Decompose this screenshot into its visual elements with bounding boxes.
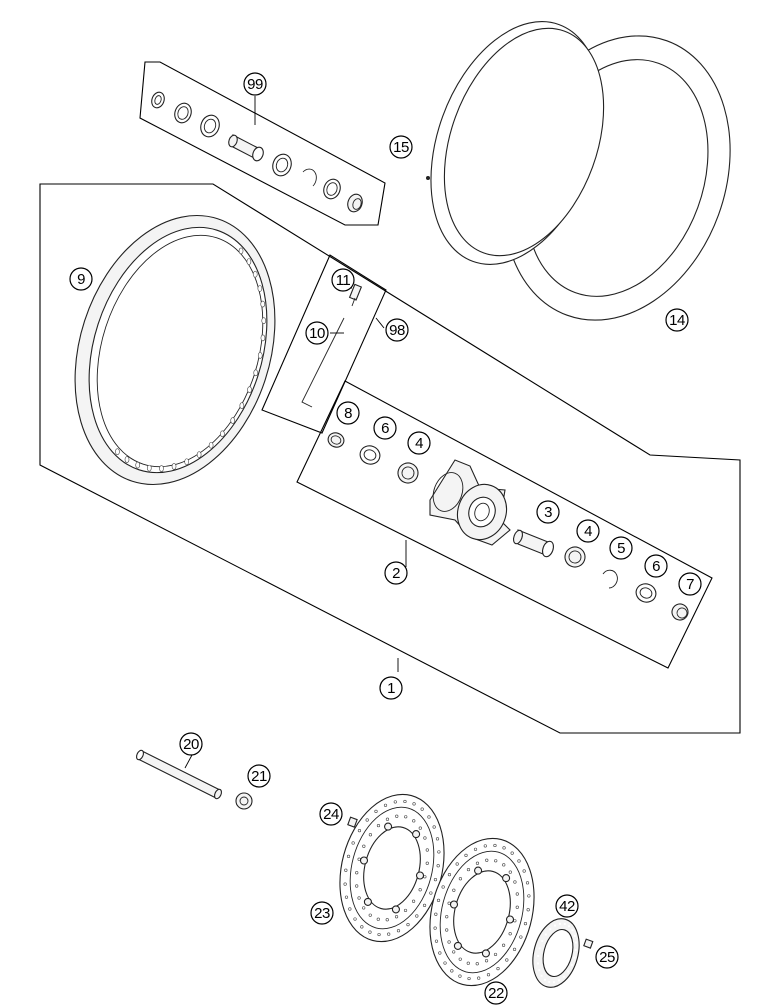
callout-21: 21: [247, 764, 271, 788]
axle-nut: [235, 792, 253, 810]
sensor-ring-screw: [583, 938, 594, 949]
callout-label: 23: [314, 905, 330, 922]
callout-6a: 6: [373, 416, 397, 440]
callout-label: 2: [392, 565, 400, 582]
callout-99: 99: [243, 72, 267, 96]
callout-3: 3: [536, 500, 560, 524]
repair-kit-frame: [139, 61, 386, 226]
callout-label: 22: [488, 985, 504, 1002]
callout-label: 4: [584, 523, 592, 540]
callout-label: 6: [381, 420, 389, 437]
rim-tape: [426, 21, 605, 265]
callout-10: 10: [305, 321, 329, 345]
callout-15: 15: [389, 135, 413, 159]
callout-7: 7: [678, 572, 702, 596]
hub-assembly-frame: [296, 380, 713, 669]
callout-label: 10: [309, 325, 325, 342]
callout-label: 5: [617, 540, 625, 557]
callout-label: 7: [686, 576, 694, 593]
callout-label: 99: [247, 76, 263, 93]
callout-1: 1: [379, 676, 403, 700]
callout-label: 15: [393, 139, 409, 156]
repair-kit-parts: [151, 91, 363, 213]
callout-25: 25: [595, 945, 619, 969]
callout-label: 11: [336, 272, 351, 289]
callout-label: 14: [669, 312, 685, 329]
spoke-and-nipple: [301, 283, 363, 408]
callout-9: 9: [69, 267, 93, 291]
callout-label: 42: [559, 898, 575, 915]
callout-2: 2: [384, 561, 408, 585]
callout-label: 20: [183, 736, 199, 753]
callout-6b: 6: [644, 554, 668, 578]
callout-label: 6: [652, 558, 660, 575]
callout-label: 4: [415, 435, 423, 452]
leader-lines: [184, 96, 407, 769]
callout-11: 11: [331, 268, 355, 292]
sensor-ring: [532, 918, 580, 988]
callout-22: 22: [484, 981, 508, 1005]
callout-label: 25: [599, 949, 615, 966]
callout-24: 24: [319, 802, 343, 826]
callout-42: 42: [555, 894, 579, 918]
rim: [74, 214, 276, 486]
spoke-kit-frame: [261, 254, 387, 434]
callout-label: 3: [544, 504, 552, 521]
callout-14: 14: [665, 308, 689, 332]
callout-20: 20: [179, 732, 203, 756]
disc-screw: [347, 816, 358, 828]
callout-label: 9: [77, 271, 85, 288]
callout-4b: 4: [576, 519, 600, 543]
callout-5: 5: [609, 536, 633, 560]
brake-disc-left: [339, 793, 445, 943]
callout-23: 23: [310, 901, 334, 925]
brake-disc-right: [429, 837, 535, 987]
callout-98: 98: [385, 318, 409, 342]
callout-label: 1: [387, 680, 395, 697]
callout-label: 8: [344, 405, 352, 422]
callout-8: 8: [336, 401, 360, 425]
callout-label: 98: [389, 322, 405, 339]
callout-label: 24: [323, 806, 339, 823]
callout-label: 21: [251, 768, 267, 785]
callout-4a: 4: [407, 431, 431, 455]
wheel-assembly-frame: [39, 183, 741, 734]
axle: [136, 749, 222, 800]
hub-parts: [327, 432, 689, 621]
